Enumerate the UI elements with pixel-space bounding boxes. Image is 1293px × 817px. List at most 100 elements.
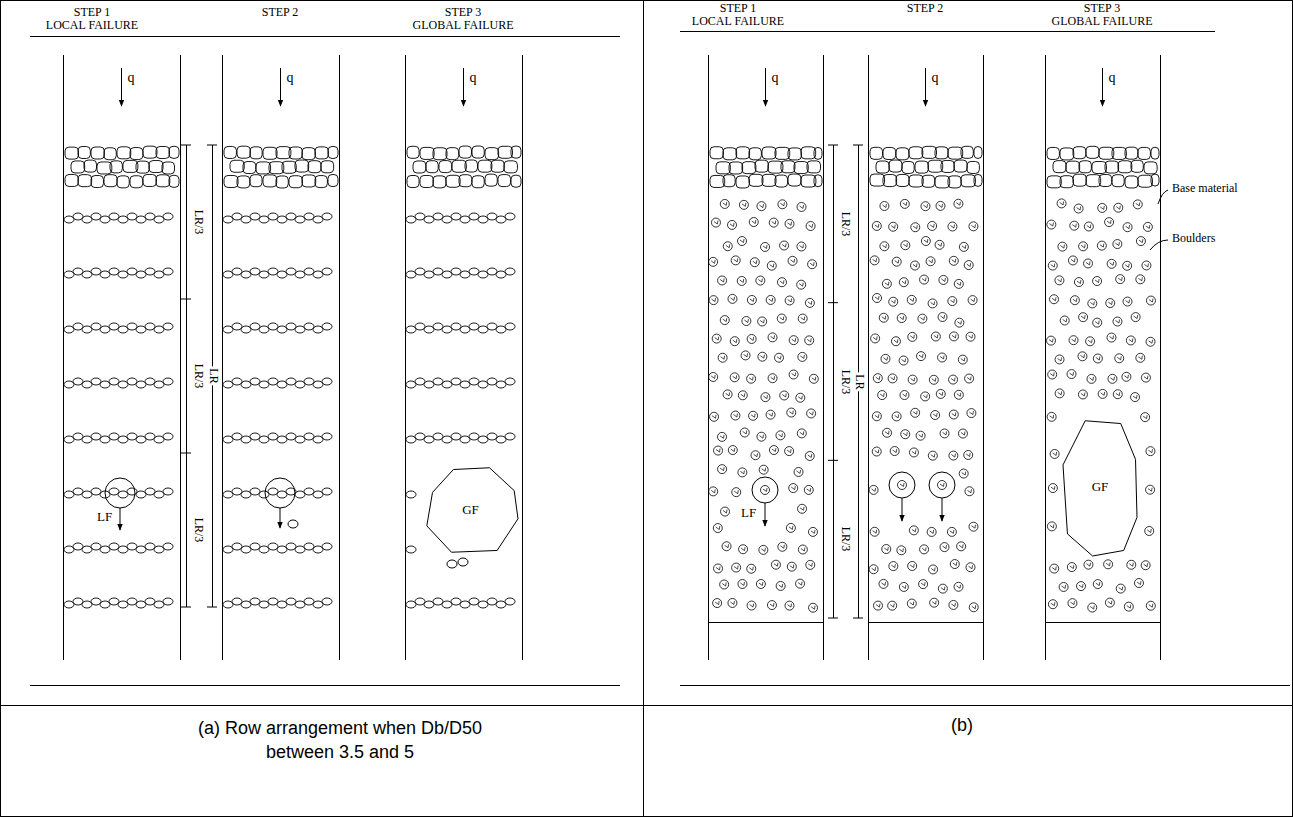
- boulder: [948, 297, 957, 306]
- pitching-stone: [1060, 148, 1074, 160]
- boulder-facet: [932, 601, 936, 605]
- pitching-stone: [1138, 175, 1152, 187]
- boulder-facet: [956, 202, 960, 206]
- pitching-stone: [472, 176, 484, 188]
- boulder-facet: [962, 245, 966, 249]
- boulder: [241, 491, 251, 498]
- boulder: [959, 242, 968, 251]
- boulder-facet: [902, 359, 906, 363]
- boulder: [136, 381, 146, 388]
- boulder-facet: [962, 472, 966, 476]
- boulder: [136, 436, 146, 443]
- boulder-facet: [720, 467, 724, 471]
- boulder-facet: [753, 260, 757, 264]
- boulder: [898, 481, 907, 490]
- boulder-facet: [903, 202, 907, 206]
- boulder: [888, 374, 897, 383]
- boulder-facet: [750, 298, 754, 302]
- boulder: [82, 546, 92, 553]
- pitching-stone: [1066, 161, 1080, 173]
- boulder-facet: [872, 567, 876, 571]
- boulder: [232, 433, 242, 440]
- pitching-stone: [143, 174, 156, 186]
- boulder: [259, 271, 269, 278]
- pitching-stone: [755, 160, 768, 172]
- boulder: [73, 213, 83, 220]
- boulder-facet: [1126, 300, 1130, 304]
- boulder: [64, 546, 74, 553]
- boulder: [805, 336, 814, 345]
- boulder-facet: [1143, 415, 1147, 419]
- boulder-facet: [790, 565, 794, 569]
- leader-line: [1150, 240, 1168, 250]
- boulder: [728, 220, 737, 229]
- boulder: [109, 543, 119, 550]
- boulder: [109, 598, 119, 605]
- boulder: [766, 410, 775, 419]
- boulder: [304, 433, 314, 440]
- boulder: [259, 491, 269, 498]
- boulder: [881, 354, 890, 363]
- boulder-facet: [788, 222, 792, 226]
- pitching-stone: [498, 146, 513, 158]
- boulder: [969, 522, 978, 531]
- boulder-facet: [890, 604, 894, 608]
- boulder: [469, 323, 479, 330]
- boulder: [442, 271, 452, 278]
- local-failure-circle: [265, 478, 295, 508]
- boulder: [1104, 560, 1113, 569]
- boulder: [749, 218, 758, 227]
- boulder: [899, 278, 908, 287]
- boulder-facet: [876, 604, 880, 608]
- boulder: [948, 222, 957, 231]
- boulder-facet: [725, 544, 729, 548]
- pitching-stone: [1099, 147, 1114, 159]
- boulder: [505, 598, 515, 605]
- boulder: [1123, 297, 1132, 306]
- failure-label: GF: [1092, 479, 1109, 495]
- pitching-stone: [433, 176, 446, 188]
- pitching-stone: [928, 160, 943, 172]
- dimension-label: LR/3: [191, 518, 204, 543]
- boulder: [759, 465, 768, 474]
- boulder: [451, 378, 461, 385]
- boulder: [91, 213, 101, 220]
- boulder: [304, 323, 314, 330]
- boulder-facet: [762, 468, 766, 472]
- boulder: [880, 202, 889, 211]
- pitching-stone: [110, 161, 122, 173]
- boulder: [505, 323, 515, 330]
- column-wall: [63, 55, 64, 660]
- pitching-stone: [1144, 162, 1157, 174]
- boulder-facet: [902, 393, 906, 397]
- pitching-stone: [169, 175, 179, 187]
- boulder: [415, 433, 425, 440]
- boulder-facet: [969, 335, 973, 339]
- boulder: [1055, 355, 1064, 364]
- boulder: [136, 271, 146, 278]
- boulder-facet: [1149, 340, 1153, 344]
- boulder-facet: [1134, 315, 1138, 319]
- boulder: [958, 355, 967, 364]
- boulder: [890, 447, 899, 456]
- boulder-facet: [711, 489, 715, 493]
- boulder: [757, 432, 766, 441]
- boulder: [806, 222, 815, 231]
- dimension-tick: [207, 145, 217, 146]
- boulder: [136, 491, 146, 498]
- pitching-stone: [716, 162, 730, 174]
- dimension-label: LR: [205, 366, 220, 385]
- boulder-facet: [951, 378, 955, 382]
- pitching-stone: [896, 148, 909, 160]
- boulder: [460, 216, 470, 223]
- boulder: [757, 202, 766, 211]
- boulder: [241, 546, 251, 553]
- boulder: [749, 411, 758, 420]
- load-arrow: [1102, 68, 1103, 106]
- boulder-facet: [774, 563, 778, 567]
- boulder: [879, 579, 888, 588]
- boulder: [720, 316, 729, 325]
- boulder-facet: [1116, 206, 1120, 210]
- boulder: [406, 491, 416, 498]
- boulder-facet: [891, 376, 895, 380]
